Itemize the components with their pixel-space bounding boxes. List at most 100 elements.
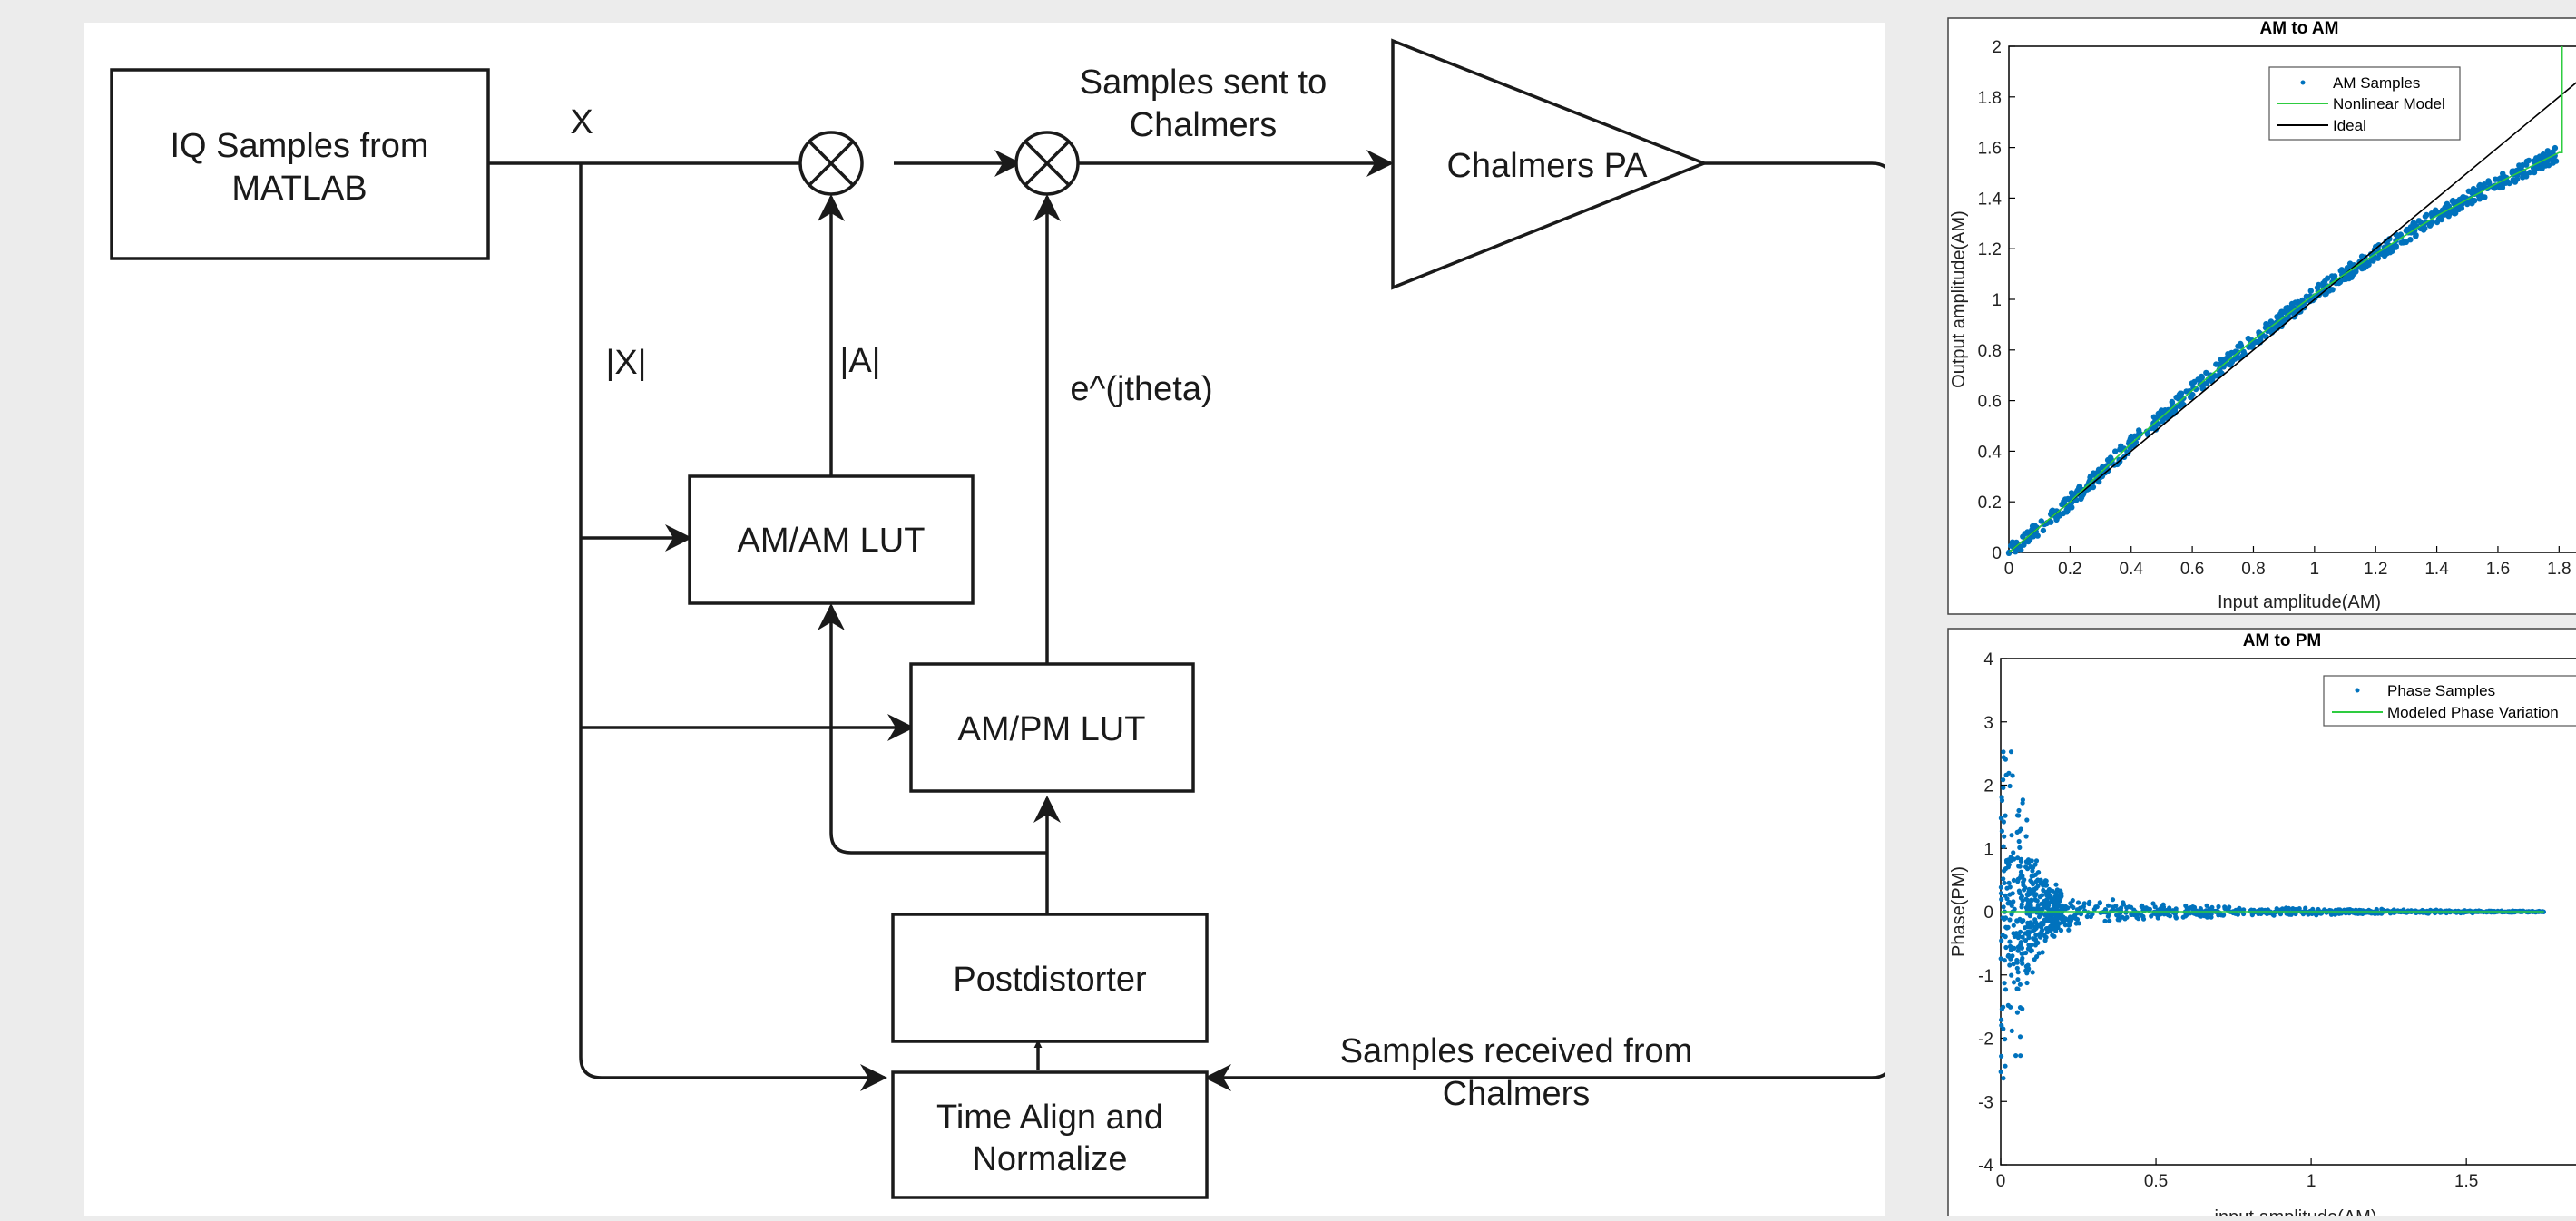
x-tick-label: 1.2 [2364,560,2387,579]
phase-sample-point [2218,912,2224,917]
phase-sample-point [2003,915,2009,921]
am-sample-point [2403,239,2409,246]
x-tick-label: 0 [2004,560,2014,579]
phase-sample-point [2020,955,2025,961]
am-sample-point [2160,418,2166,425]
phase-sample-point [2015,948,2021,953]
x-tick-label: 0.8 [2241,560,2265,579]
phase-sample-point [2015,879,2021,884]
phase-sample-point [2038,923,2043,929]
phase-sample-point [2081,901,2087,906]
phase-sample-point [2052,926,2058,932]
am-sample-point [2541,151,2547,158]
samples-sent-label-line1: Samples sent to [1080,63,1327,102]
am-sample-point [2155,410,2161,417]
x-tick-label: 0.4 [2120,560,2144,579]
phase-sample-point [2007,783,2013,789]
phase-sample-point [2043,934,2049,940]
phase-sample-point [1999,828,2004,834]
y-tick-label: -4 [1978,1157,1993,1176]
signal-absa-label: |A| [839,342,880,380]
phase-sample-point [2054,923,2060,928]
am-sample-point [2197,376,2203,384]
dpd-block-diagram: IQ Samples from MATLAB Chalmers PA AM/AM… [110,38,1894,1199]
signal-ejtheta-label: e^(jtheta) [1070,370,1212,408]
x-tick-label: 1 [2307,1172,2316,1191]
chalmers-pa-label: Chalmers PA [1446,147,1648,185]
phase-sample-point [2001,876,2006,882]
phase-sample-point [2074,916,2081,923]
am-to-am-legend: AM Samples Nonlinear Model Ideal [2268,66,2461,141]
phase-sample-point [2015,986,2021,991]
phase-sample-point [2131,912,2137,917]
time-align-block: Time Align and Normalize [891,1070,1209,1199]
phase-sample-point [2008,857,2013,864]
time-align-label-line2: Normalize [972,1140,1127,1178]
am-sample-point [2189,391,2196,398]
phase-sample-point [1999,1017,2004,1022]
am-sample-point [2161,413,2168,419]
legend-am-samples: AM Samples [2333,74,2420,92]
legend-phase-samples: Phase Samples [2387,682,2495,699]
phase-sample-point [2024,817,2030,823]
y-tick-label: 0 [1992,544,2002,563]
wire-x-to-align [579,1056,887,1091]
y-tick-label: 0.2 [1978,493,2002,513]
phase-sample-point [2049,896,2054,903]
phase-sample-point [2052,933,2057,939]
phase-sample-point [2003,1063,2008,1069]
am-to-pm-legend: Phase Samples Modeled Phase Variation [2323,675,2576,727]
am-sample-point [2415,218,2423,224]
am-sample-point [2496,176,2503,182]
phase-sample-point [2006,880,2012,885]
phase-sample-point [2001,844,2006,849]
phase-sample-point [2115,913,2121,919]
phase-sample-point [2183,913,2189,919]
phase-sample-point [2001,819,2006,825]
phase-sample-point [2001,777,2006,783]
am-to-am-ylabel: Output amplitude(AM) [1949,210,1969,388]
legend-modeled-phase: Modeled Phase Variation [2387,704,2559,721]
am-sample-point [2208,376,2214,383]
am-sample-point [2353,269,2359,275]
am-sample-point [2234,354,2240,360]
chalmers-pa-block: Chalmers PA [1391,38,1709,290]
phase-sample-point [2032,897,2038,903]
phase-sample-point [2036,914,2042,920]
phase-sample-point [2062,923,2068,928]
am-sample-point [2526,169,2533,176]
y-tick-label: 1.8 [1978,89,2002,108]
phase-sample-point [2192,911,2198,916]
phase-sample-point [2066,918,2072,923]
phase-sample-point [2017,982,2023,987]
am-sample-point [2323,290,2329,297]
am-sample-point [2076,483,2083,490]
phase-sample-point [2003,944,2009,951]
phase-sample-point [2216,904,2221,910]
phase-sample-point [2140,905,2147,911]
phase-sample-point [2025,933,2032,938]
am-to-am-xlabel: Input amplitude(AM) [2218,592,2381,612]
y-tick-label: 1.6 [1978,140,2002,159]
phase-sample-point [2002,868,2007,874]
am-sample-point [2203,369,2209,376]
phase-sample-point [2002,880,2007,886]
phase-sample-point [1999,795,2004,800]
x-tick-label: 1 [2310,560,2320,579]
phase-sample-point [2188,905,2193,911]
am-sample-point [2121,445,2128,452]
phase-sample-point [2050,906,2056,912]
am-sample-point [2034,532,2041,539]
am-sample-point [2395,233,2401,240]
y-tick-label: 0.4 [1978,443,2003,462]
x-tick-label: 1.4 [2424,560,2449,579]
am-sample-point [2320,280,2326,287]
phase-sample-point [2001,749,2006,755]
am-sample-point [2053,516,2060,523]
phase-sample-point [2023,896,2029,902]
am-sample-point [2238,343,2244,349]
phase-sample-point [2118,907,2123,913]
phase-sample-point [1999,896,2004,903]
phase-sample-point [2102,918,2108,924]
